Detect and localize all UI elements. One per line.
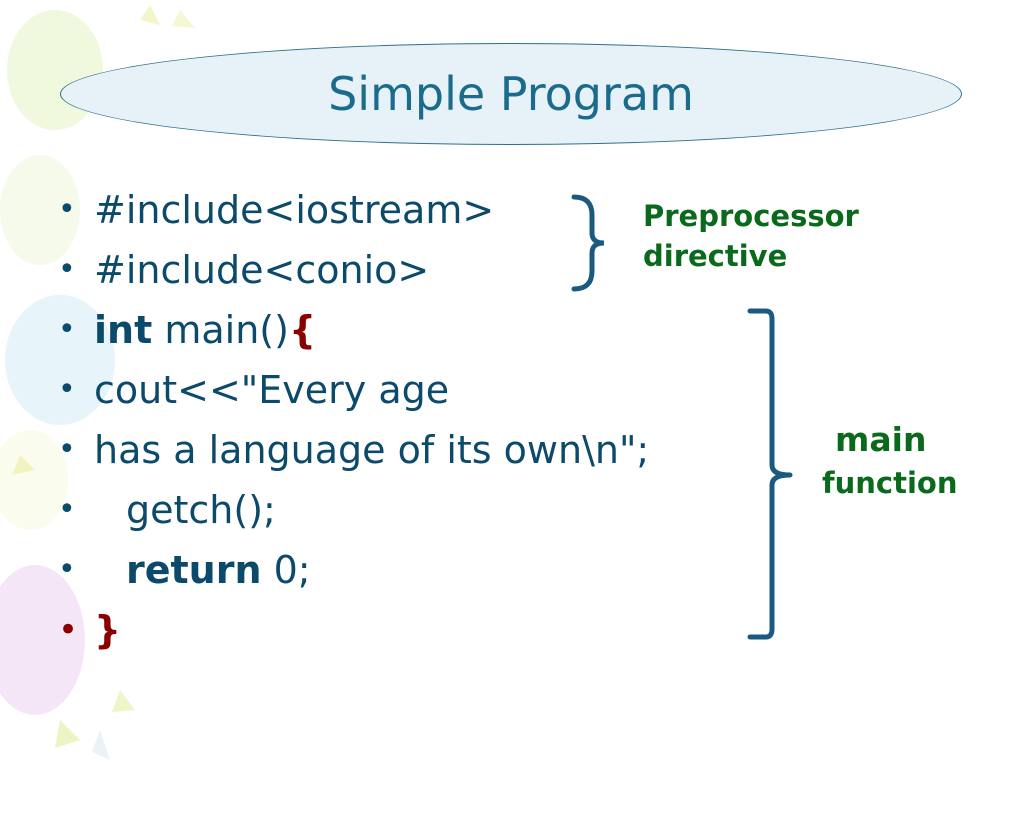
code-text: getch();	[126, 488, 276, 532]
code-line-int-main: • int main(){	[58, 300, 316, 360]
code-line-close-brace: • }	[58, 600, 121, 660]
code-text: int main(){	[94, 300, 316, 360]
code-text: has a language of its own\n";	[94, 428, 650, 472]
code-line-include-conio: • #include<conio>	[58, 240, 429, 300]
code-text: return 0;	[126, 540, 311, 600]
keyword-return: return	[126, 548, 262, 592]
preprocessor-label-line1: Preprocessor	[643, 199, 859, 233]
bullet: •	[58, 312, 76, 347]
keyword-int: int	[94, 308, 153, 352]
code-line-include-iostream: • #include<iostream>	[58, 180, 494, 240]
bullet: •	[58, 372, 76, 407]
code-return-value: 0;	[261, 548, 311, 592]
slide-title: Simple Program	[328, 67, 694, 121]
bullet: •	[58, 552, 76, 587]
bullet: •	[58, 252, 76, 287]
bullet: •	[58, 432, 76, 467]
bullet: •	[58, 610, 79, 650]
code-line-cout: • cout<<"Every age	[58, 360, 449, 420]
code-text: #include<iostream>	[94, 188, 495, 232]
preprocessor-label-line2: directive	[643, 239, 788, 273]
bullet: •	[58, 492, 76, 527]
code-line-getch: • getch();	[58, 480, 276, 540]
main-function-brace-icon	[747, 308, 793, 640]
code-listing: • #include<iostream> • #include<conio> •…	[58, 180, 649, 660]
close-brace: }	[94, 608, 122, 652]
code-line-return: • return 0;	[58, 540, 311, 600]
code-text: cout<<"Every age	[94, 368, 450, 412]
preprocessor-brace-icon	[571, 194, 605, 292]
preprocessor-label: Preprocessor directive	[643, 196, 859, 276]
open-brace: {	[288, 308, 316, 352]
title-oval	[60, 43, 962, 145]
code-line-language: • has a language of its own\n";	[58, 420, 649, 480]
main-function-label-line1: main	[835, 420, 927, 459]
main-function-label-line2: function	[822, 466, 958, 500]
code-text: #include<conio>	[94, 248, 430, 292]
bullet: •	[58, 192, 76, 227]
code-main-call: main()	[152, 308, 289, 352]
